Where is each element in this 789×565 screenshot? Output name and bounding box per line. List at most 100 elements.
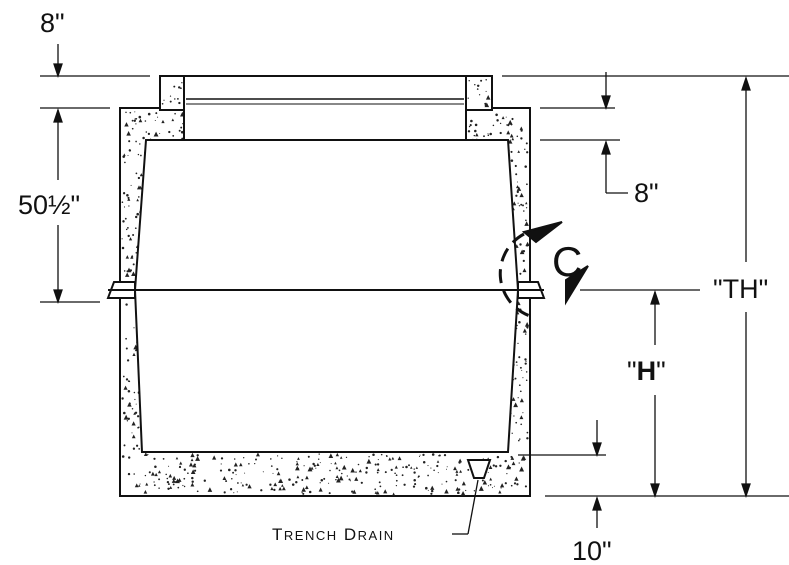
concrete-speckle bbox=[485, 78, 487, 81]
concrete-speckle bbox=[168, 465, 170, 467]
concrete-speckle bbox=[295, 480, 298, 484]
concrete-speckle bbox=[499, 122, 502, 125]
concrete-speckle bbox=[487, 471, 489, 474]
concrete-speckle bbox=[138, 115, 142, 119]
concrete-speckle bbox=[511, 137, 515, 141]
h-quote-open: " bbox=[627, 356, 637, 386]
concrete-speckle bbox=[487, 134, 490, 137]
concrete-speckle bbox=[468, 125, 471, 128]
concrete-speckle bbox=[365, 466, 369, 470]
concrete-speckle bbox=[377, 459, 379, 461]
concrete-speckle bbox=[514, 164, 517, 168]
concrete-speckle bbox=[121, 455, 125, 458]
concrete-speckle bbox=[228, 468, 231, 472]
concrete-speckle bbox=[124, 161, 126, 164]
concrete-speckle bbox=[135, 403, 137, 405]
riser-opening bbox=[183, 75, 467, 141]
inner-tank bbox=[106, 75, 546, 479]
concrete-speckle bbox=[154, 119, 156, 122]
concrete-speckle bbox=[516, 135, 519, 138]
h-quote-close: " bbox=[656, 356, 666, 386]
concrete-speckle bbox=[239, 462, 243, 467]
concrete-speckle bbox=[190, 452, 195, 458]
concrete-speckle bbox=[207, 487, 213, 492]
concrete-speckle bbox=[163, 99, 165, 101]
concrete-speckle bbox=[516, 185, 519, 189]
concrete-speckle bbox=[354, 476, 359, 481]
concrete-speckle bbox=[522, 259, 525, 263]
concrete-speckle bbox=[137, 176, 141, 180]
concrete-speckle bbox=[514, 377, 517, 380]
concrete-speckle bbox=[515, 361, 518, 363]
concrete-speckle bbox=[122, 155, 125, 158]
concrete-speckle bbox=[135, 123, 137, 125]
concrete-speckle bbox=[519, 366, 522, 369]
concrete-speckle bbox=[525, 379, 528, 381]
concrete-speckle bbox=[489, 132, 492, 136]
concrete-speckle bbox=[182, 484, 184, 487]
concrete-speckle bbox=[476, 84, 480, 88]
concrete-speckle bbox=[517, 342, 519, 345]
concrete-speckle bbox=[126, 194, 129, 197]
concrete-speckle bbox=[446, 468, 447, 470]
concrete-speckle bbox=[417, 476, 419, 478]
concrete-speckle bbox=[131, 407, 134, 410]
concrete-speckle bbox=[524, 322, 530, 327]
concrete-speckle bbox=[430, 492, 433, 495]
concrete-speckle bbox=[138, 118, 143, 123]
concrete-speckle bbox=[243, 457, 245, 459]
concrete-speckle bbox=[180, 130, 184, 134]
concrete-speckle bbox=[494, 465, 498, 468]
concrete-speckle bbox=[143, 489, 148, 494]
concrete-speckle bbox=[408, 464, 410, 467]
concrete-speckle bbox=[315, 467, 317, 469]
concrete-speckle bbox=[430, 489, 434, 493]
concrete-speckle bbox=[335, 474, 339, 478]
concrete-speckle bbox=[431, 453, 435, 456]
concrete-speckle bbox=[312, 462, 315, 466]
concrete-speckle bbox=[125, 255, 130, 259]
concrete-speckle bbox=[129, 111, 132, 114]
concrete-speckle bbox=[157, 116, 159, 118]
concrete-speckle bbox=[137, 196, 140, 198]
concrete-speckle bbox=[499, 464, 502, 467]
concrete-speckle bbox=[269, 483, 272, 486]
concrete-speckle bbox=[136, 415, 140, 418]
concrete-speckle bbox=[124, 122, 129, 127]
concrete-speckle bbox=[178, 466, 182, 469]
concrete-speckle bbox=[219, 469, 223, 472]
concrete-speckle bbox=[510, 456, 515, 460]
concrete-speckle bbox=[522, 268, 527, 273]
concrete-speckle bbox=[388, 457, 392, 461]
concrete-speckle bbox=[220, 457, 224, 460]
concrete-speckle bbox=[131, 127, 134, 130]
concrete-speckle bbox=[458, 458, 463, 463]
concrete-speckle bbox=[484, 104, 487, 107]
concrete-speckle bbox=[295, 465, 300, 471]
concrete-speckle bbox=[413, 478, 416, 482]
concrete-speckle bbox=[341, 464, 347, 470]
concrete-speckle bbox=[128, 456, 131, 459]
concrete-speckle bbox=[352, 489, 357, 494]
concrete-speckle bbox=[125, 337, 127, 340]
concrete-speckle bbox=[301, 487, 306, 492]
concrete-speckle bbox=[351, 490, 354, 493]
concrete-speckle bbox=[492, 124, 495, 127]
concrete-speckle bbox=[127, 390, 131, 393]
concrete-speckle bbox=[506, 124, 508, 126]
concrete-speckle bbox=[338, 469, 341, 472]
h-dimension-label: "H" bbox=[627, 356, 666, 386]
concrete-speckle bbox=[310, 466, 314, 470]
concrete-speckle bbox=[183, 468, 186, 471]
concrete-speckle bbox=[127, 472, 131, 476]
concrete-speckle bbox=[516, 483, 519, 486]
concrete-speckle bbox=[301, 491, 303, 494]
concrete-speckle bbox=[166, 477, 169, 480]
concrete-speckle bbox=[223, 491, 226, 494]
concrete-speckle bbox=[234, 469, 237, 472]
concrete-speckle bbox=[391, 456, 395, 460]
concrete-speckle bbox=[172, 483, 175, 486]
concrete-speckle bbox=[190, 469, 196, 475]
concrete-speckle bbox=[518, 384, 521, 387]
concrete-speckle bbox=[131, 119, 134, 122]
